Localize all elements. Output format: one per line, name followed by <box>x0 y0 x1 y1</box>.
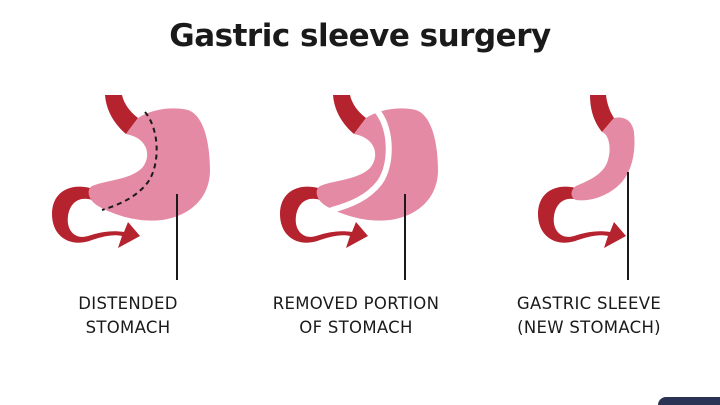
corner-badge <box>658 397 720 405</box>
sleeve-stomach-shape <box>571 117 635 201</box>
label-line-2: (NEW STOMACH) <box>517 318 661 337</box>
label-line-1: DISTENDED <box>78 294 178 313</box>
removed-portion-illustration <box>280 95 438 280</box>
esophagus-shape <box>590 95 614 132</box>
gastric-sleeve-illustration <box>538 95 635 280</box>
label-removed-portion: REMOVED PORTION OF STOMACH <box>241 292 471 340</box>
distended-stomach-illustration <box>52 95 210 280</box>
label-line-1: GASTRIC SLEEVE <box>516 294 662 313</box>
label-distended-stomach: DISTENDED STOMACH <box>13 292 243 340</box>
label-gastric-sleeve: GASTRIC SLEEVE (NEW STOMACH) <box>474 292 704 340</box>
label-line-2: OF STOMACH <box>299 318 413 337</box>
stomach-shape <box>316 108 438 221</box>
label-line-2: STOMACH <box>85 318 171 337</box>
removal-cut-gap <box>329 109 392 213</box>
page-title: Gastric sleeve surgery <box>169 18 551 54</box>
label-line-1: REMOVED PORTION <box>272 294 440 313</box>
cut-guide-dashed-line <box>101 111 158 211</box>
stomach-shape <box>88 108 210 221</box>
